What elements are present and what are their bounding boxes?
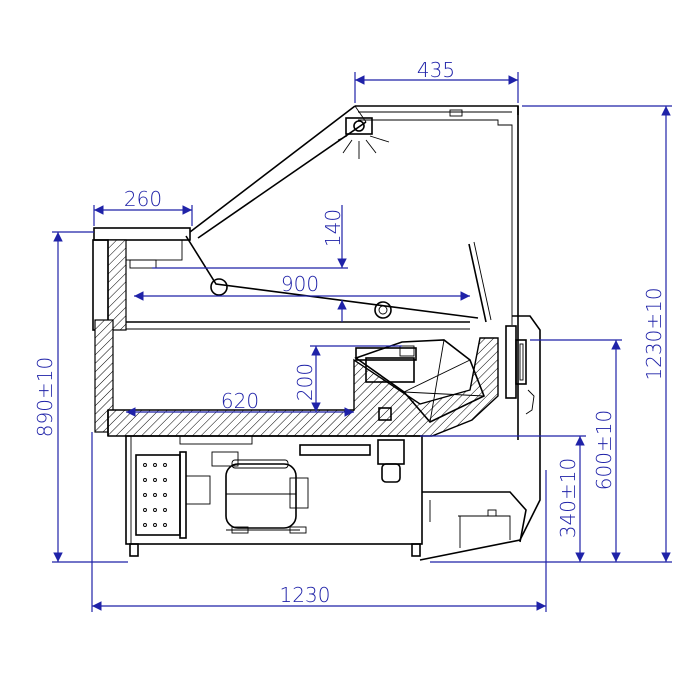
dim-counter-depth: 260 bbox=[124, 187, 162, 211]
dimensions: 435 260 140 900 200 620 1230±10 890±10 bbox=[33, 58, 672, 612]
evaporator bbox=[354, 339, 486, 423]
dim-counter-height: 890±10 bbox=[33, 357, 57, 437]
dim-shelf-depth: 900 bbox=[281, 272, 319, 296]
dim-top-width: 435 bbox=[417, 58, 455, 82]
compressor bbox=[225, 459, 309, 534]
dim-rear-counter-height: 600±10 bbox=[592, 410, 616, 490]
dim-rear-base-height: 340±10 bbox=[556, 458, 580, 538]
machine-compartment bbox=[125, 435, 423, 557]
dim-tray-height: 200 bbox=[293, 363, 317, 401]
lamp-icon bbox=[337, 117, 390, 159]
front-panel bbox=[94, 319, 114, 433]
dim-total-depth: 1230 bbox=[280, 583, 331, 607]
front-insulation bbox=[107, 239, 127, 331]
case-body bbox=[92, 105, 541, 561]
dim-shelf-height: 140 bbox=[321, 209, 345, 247]
dim-base-depth: 620 bbox=[221, 389, 259, 413]
condenser-fins bbox=[143, 463, 167, 527]
dim-total-height: 1230±10 bbox=[642, 287, 666, 380]
